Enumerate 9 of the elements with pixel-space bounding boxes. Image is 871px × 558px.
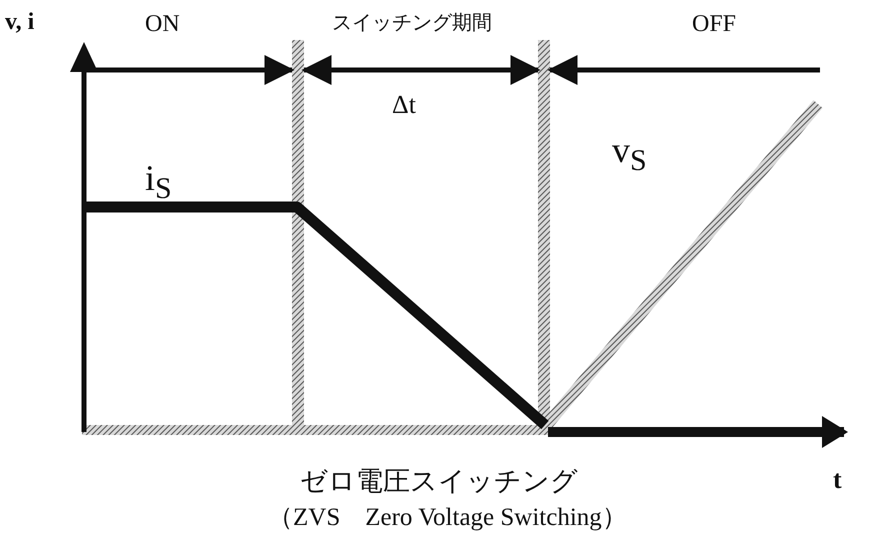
- interval-label: Δt: [392, 92, 416, 118]
- diagram-caption: （ZVS Zero Voltage Switching）: [268, 505, 627, 530]
- state-label: OFF: [692, 12, 736, 36]
- period-label: スイッチング期間: [332, 12, 492, 32]
- axis-label: v, i: [5, 10, 34, 34]
- waveform-label: i$_{S}$: [145, 160, 172, 204]
- diagram-title: ゼロ電圧スイッチング: [300, 468, 578, 495]
- axis-label: t: [833, 467, 842, 493]
- state-label: ON: [145, 12, 180, 36]
